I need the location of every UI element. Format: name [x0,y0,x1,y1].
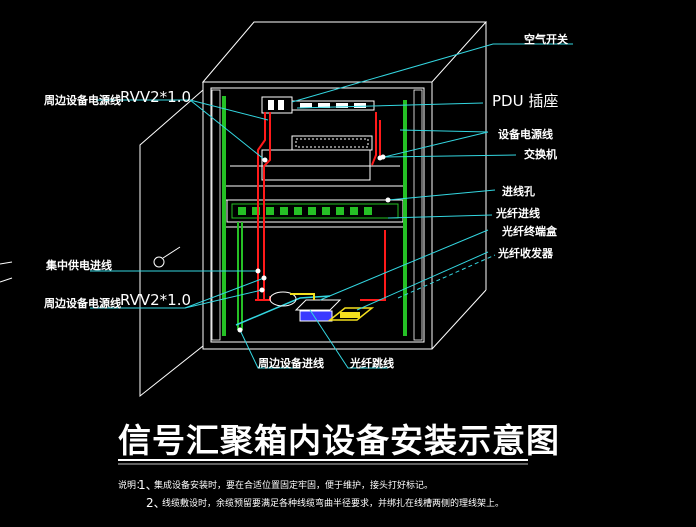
cabinet-frame [0,21,488,398]
fiber-transceiver [269,291,375,322]
data-cables [235,222,331,330]
label-peri-power-top: 周边设备电源线 [44,94,121,107]
pdu-strip [291,100,375,111]
label-rvv-bottom: RVV2*1.0 [120,291,192,309]
power-cables [255,112,386,301]
right-rail [403,89,423,341]
diagram-title: 信号汇聚箱内设备安装示意图 [118,421,560,460]
label-rvv-top: RVV2*1.0 [120,88,192,106]
air-switch [261,96,293,114]
label-transceiver: 光纤收发器 [498,247,553,260]
leader-dots [237,154,391,333]
label-switch: 交换机 [524,148,557,161]
note-prefix: 说明： [118,481,146,491]
label-fiber-jumper: 光纤跳线 [350,357,394,370]
note-1-number: 1、 [138,478,158,492]
note-2-text: 线缆敷设时，余缆预留要满足各种线缆弯曲半径要求，并绑扎在线槽两侧的理线架上。 [162,499,505,509]
left-rail [211,89,226,341]
switch-unit [291,135,373,151]
label-peri-power-bottom: 周边设备电源线 [44,297,121,310]
label-fiber-in: 光纤进线 [496,207,540,220]
label-peri-in: 周边设备进线 [258,357,324,370]
title-underline [118,459,528,465]
label-pdu: PDU 插座 [492,92,559,110]
note-2-number: 2、 [146,496,166,510]
patch-panel [231,203,399,219]
door-handle [153,246,181,268]
label-fiber-box: 光纤终端盒 [502,225,557,238]
label-air-switch: 空气开关 [524,33,568,46]
note-1-text: 集成设备安装时，要在合适位置固定牢固，便于维护，接头打好标记。 [154,481,434,491]
label-cable-hole: 进线孔 [502,185,535,198]
label-central-power: 集中供电进线 [46,259,112,272]
label-device-power: 设备电源线 [498,128,553,141]
leader-lines [90,43,573,369]
